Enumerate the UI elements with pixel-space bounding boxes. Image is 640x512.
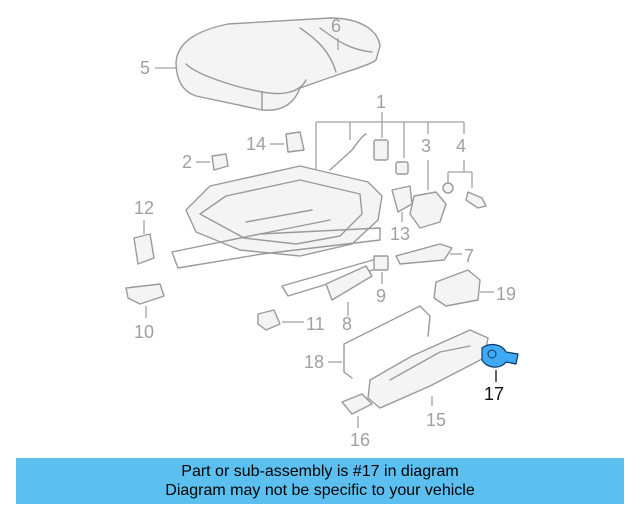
cover-10-part [125, 283, 165, 305]
callout-17: 17 [484, 384, 504, 404]
seat-cushion-part[interactable] [175, 17, 381, 111]
callout-16: 16 [350, 430, 370, 450]
callout-18: 18 [304, 352, 324, 372]
callout-8: 8 [342, 314, 352, 334]
seat-motor-part [409, 191, 447, 229]
callout-10: 10 [134, 322, 154, 342]
bolt-part [442, 182, 487, 209]
callout-15: 15 [426, 410, 446, 430]
wire-harness-part [329, 133, 409, 175]
callout-1: 1 [376, 92, 386, 112]
callout-14: 14 [246, 134, 266, 154]
callout-12: 12 [134, 198, 154, 218]
callout-11: 11 [306, 314, 325, 334]
callout-7: 7 [464, 246, 474, 266]
callout-4: 4 [456, 136, 466, 156]
cover-11-part [257, 309, 281, 331]
bracket-16-part [341, 393, 373, 415]
module-19-part [433, 269, 481, 307]
banner-line-2: Diagram may not be specific to your vehi… [165, 482, 475, 499]
wire-frame-18-part [343, 305, 431, 379]
banner-line-1: Part or sub-assembly is #17 in diagram [181, 463, 459, 480]
handle-8-part [325, 265, 373, 301]
clip-part [285, 131, 305, 153]
callout-6: 6 [331, 16, 341, 36]
callout-3: 3 [421, 136, 431, 156]
callout-9: 9 [376, 286, 386, 306]
trim-7-part [395, 243, 453, 265]
callout-5: 5 [140, 58, 150, 78]
seat-frame-part [171, 165, 387, 297]
side-shield-15-part [367, 329, 489, 409]
callout-13: 13 [390, 224, 410, 244]
switch-9-part [373, 255, 389, 271]
bracket-12-part [133, 233, 155, 265]
grommet-part [211, 153, 229, 171]
callout-19: 19 [496, 284, 516, 304]
clip-17-part-highlighted[interactable] [481, 343, 519, 368]
bracket-13-part [391, 185, 413, 213]
info-banner: Part or sub-assembly is #17 in diagram D… [16, 458, 624, 504]
callout-1-bracket [315, 112, 465, 170]
callout-2: 2 [182, 152, 192, 172]
